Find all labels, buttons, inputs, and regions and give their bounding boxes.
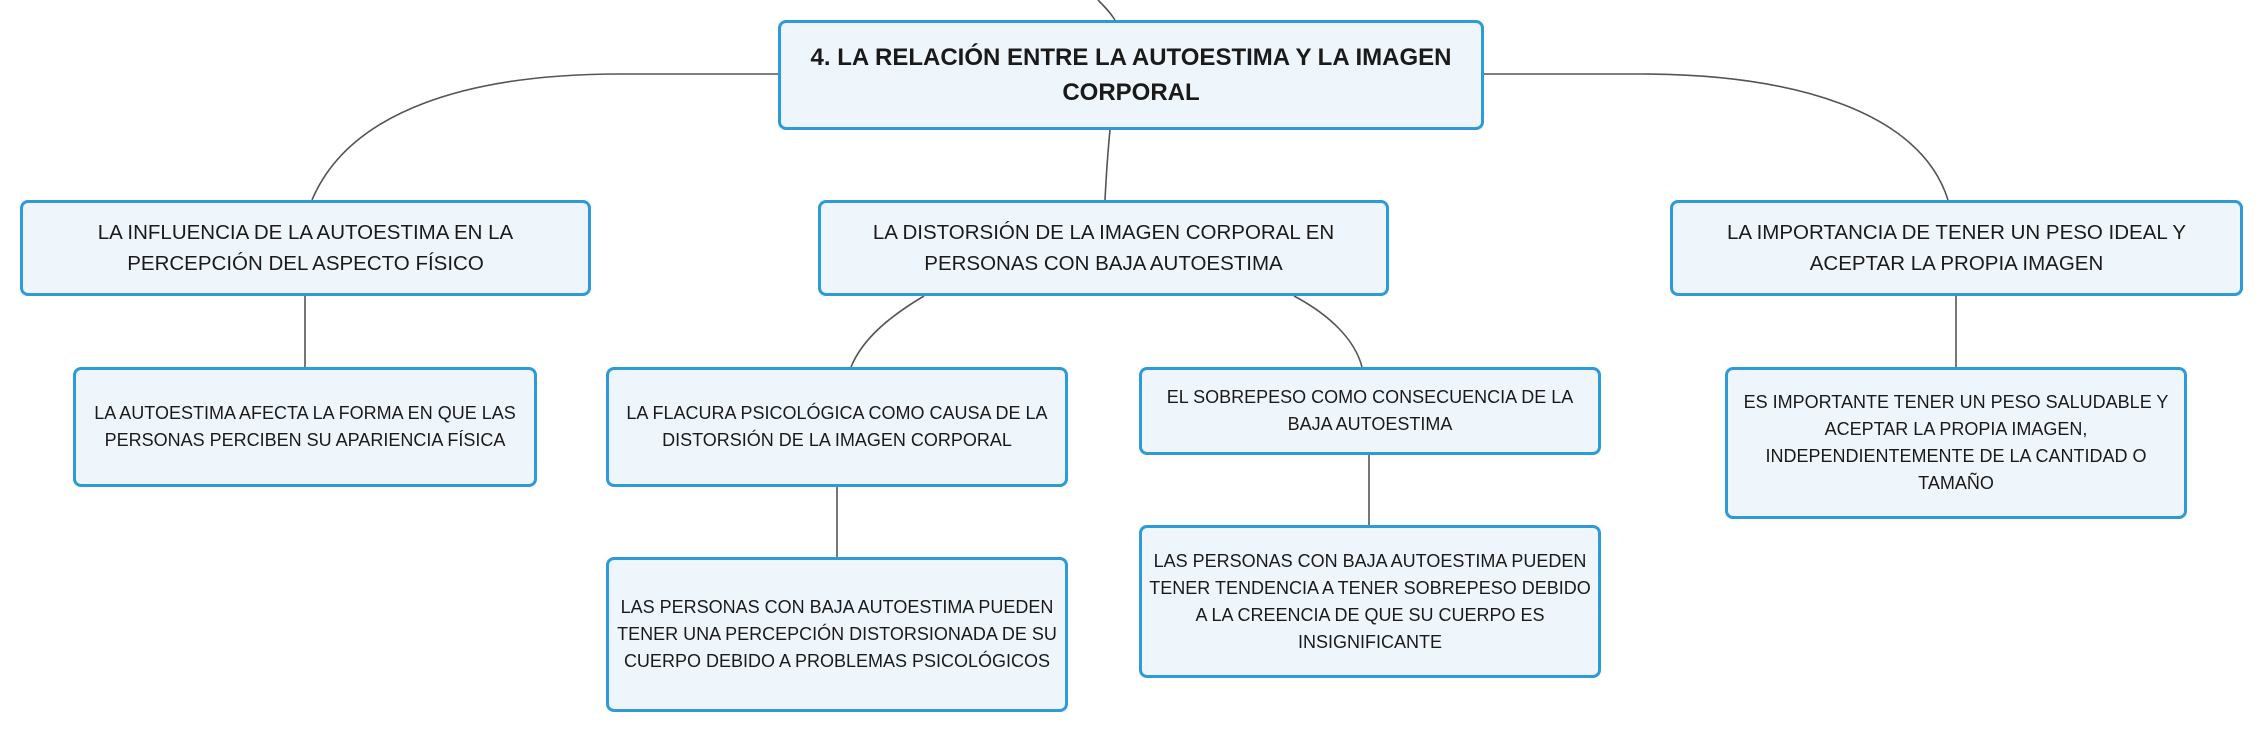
branch-topic-label: LA IMPORTANCIA DE TENER UN PESO IDEAL Y … — [1726, 221, 2187, 275]
leaf-topic-label: LAS PERSONAS CON BAJA AUTOESTIMA PUEDEN … — [1149, 550, 1591, 652]
leaf-topic-percepcion-distorsionada[interactable]: LAS PERSONAS CON BAJA AUTOESTIMA PUEDEN … — [606, 557, 1068, 712]
connector-parent-offscreen — [1097, 0, 1116, 21]
subtopic-label: LA FLACURA PSICOLÓGICA COMO CAUSA DE LA … — [626, 403, 1048, 450]
leaf-topic-label: LA AUTOESTIMA AFECTA LA FORMA EN QUE LAS… — [94, 403, 516, 450]
branch-topic-label: LA INFLUENCIA DE LA AUTOESTIMA EN LA PER… — [97, 221, 514, 275]
branch-topic-peso-ideal[interactable]: LA IMPORTANCIA DE TENER UN PESO IDEAL Y … — [1670, 200, 2243, 296]
root-topic-label: 4. LA RELACIÓN ENTRE LA AUTOESTIMA Y LA … — [810, 44, 1452, 106]
branch-topic-influencia[interactable]: LA INFLUENCIA DE LA AUTOESTIMA EN LA PER… — [20, 200, 591, 296]
leaf-topic-tendencia-sobrepeso[interactable]: LAS PERSONAS CON BAJA AUTOESTIMA PUEDEN … — [1139, 525, 1601, 678]
connector-branch-2-to-sub-1 — [850, 295, 925, 368]
connector-branch-2-to-sub-2 — [1293, 295, 1363, 368]
connector-root-to-branch-3 — [1484, 73, 1949, 201]
leaf-topic-autoestima-afecta[interactable]: LA AUTOESTIMA AFECTA LA FORMA EN QUE LAS… — [73, 367, 537, 487]
leaf-topic-label: ES IMPORTANTE TENER UN PESO SALUDABLE Y … — [1743, 392, 2169, 493]
leaf-topic-peso-saludable[interactable]: ES IMPORTANTE TENER UN PESO SALUDABLE Y … — [1725, 367, 2187, 519]
branch-topic-distorsion[interactable]: LA DISTORSIÓN DE LA IMAGEN CORPORAL EN P… — [818, 200, 1389, 296]
subtopic-flacura-psicologica[interactable]: LA FLACURA PSICOLÓGICA COMO CAUSA DE LA … — [606, 367, 1068, 487]
connector-root-to-branch-2 — [1104, 129, 1111, 201]
leaf-topic-label: LAS PERSONAS CON BAJA AUTOESTIMA PUEDEN … — [617, 597, 1057, 671]
connector-root-to-branch-1 — [311, 73, 778, 201]
subtopic-sobrepeso[interactable]: EL SOBREPESO COMO CONSECUENCIA DE LA BAJ… — [1139, 367, 1601, 455]
root-topic[interactable]: 4. LA RELACIÓN ENTRE LA AUTOESTIMA Y LA … — [778, 20, 1484, 130]
branch-topic-label: LA DISTORSIÓN DE LA IMAGEN CORPORAL EN P… — [872, 221, 1335, 275]
subtopic-label: EL SOBREPESO COMO CONSECUENCIA DE LA BAJ… — [1166, 387, 1574, 434]
